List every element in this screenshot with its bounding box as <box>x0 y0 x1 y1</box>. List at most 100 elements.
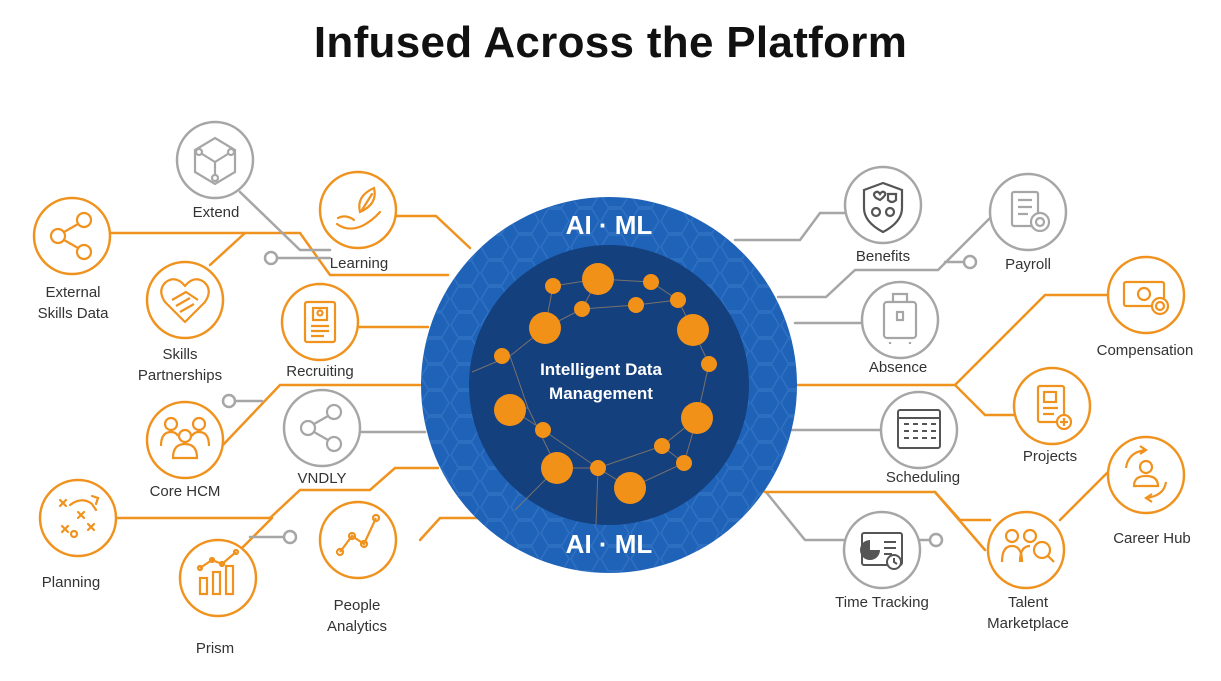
payslip-icon <box>1010 190 1051 233</box>
node-absence <box>860 280 940 360</box>
label-prism: Prism <box>195 640 235 657</box>
node-learning <box>318 170 398 250</box>
share-icon <box>299 403 343 453</box>
connector-lines <box>108 190 1112 555</box>
end-dot <box>962 254 978 270</box>
ring-bottom-label: AI · ML <box>566 529 653 559</box>
line-people-analytics <box>418 516 480 542</box>
node-projects <box>1012 366 1092 446</box>
core-label-line1: Intelligent Data <box>540 360 662 379</box>
label-absence: Absence <box>868 359 928 376</box>
line-chart-icon <box>335 513 381 557</box>
network-node <box>670 292 686 308</box>
line-time-tracking <box>764 490 850 542</box>
page-title: Infused Across the Platform <box>313 18 908 67</box>
line-learning <box>378 214 472 250</box>
time-sheet-icon <box>860 532 903 570</box>
label-line: Talent <box>1007 594 1049 611</box>
central-hub: AI · ML AI · ML Intelligent Data Managem… <box>421 197 797 573</box>
ring-top-label: AI · ML <box>566 210 653 240</box>
node-people-analytics <box>318 500 398 580</box>
label-extend: Extend <box>192 204 240 221</box>
node-career-hub <box>1106 435 1186 515</box>
core-label-line2: Management <box>549 384 653 403</box>
network-node <box>643 274 659 290</box>
label-line: People <box>333 597 381 614</box>
line-payroll <box>776 210 998 299</box>
label-time-tracking: Time Tracking <box>835 594 929 611</box>
end-dot <box>928 532 944 548</box>
line-extend <box>238 190 332 252</box>
project-document-icon <box>1036 384 1073 431</box>
line-benefits <box>733 211 848 242</box>
strategy-play-icon <box>58 494 100 539</box>
label-benefits: Benefits <box>855 248 911 265</box>
node-vndly <box>282 388 362 468</box>
calendar-icon <box>897 409 941 449</box>
label-scheduling: Scheduling <box>885 469 961 486</box>
network-node <box>574 301 590 317</box>
money-icon <box>1122 280 1170 316</box>
line-core-hcm <box>220 383 422 448</box>
network-node <box>541 452 573 484</box>
connector-end-dots <box>221 250 978 548</box>
shield-icon <box>862 181 904 234</box>
bar-chart-icon <box>196 548 240 596</box>
label-career-hub: Career Hub <box>1113 530 1191 547</box>
node-external-skills-data <box>32 196 112 276</box>
label-line: Partnerships <box>137 367 223 384</box>
label-projects: Projects <box>1022 448 1078 465</box>
network-node <box>681 402 713 434</box>
node-time-tracking <box>842 510 922 590</box>
network-node <box>614 472 646 504</box>
node-recruiting <box>280 282 360 362</box>
label-talent-marketplace: Talent Marketplace <box>987 592 1069 634</box>
network-node <box>677 314 709 346</box>
end-dot <box>263 250 279 266</box>
node-talent-marketplace <box>986 510 1066 590</box>
node-core-hcm <box>145 400 225 480</box>
network-node <box>654 438 670 454</box>
label-line: Marketplace <box>987 615 1069 632</box>
network-node <box>701 356 717 372</box>
label-payroll: Payroll <box>1005 256 1051 273</box>
end-dot <box>221 393 237 409</box>
label-line: Skills Data <box>37 305 109 322</box>
network-node <box>494 394 526 426</box>
line-projects <box>953 383 1017 417</box>
end-dot <box>282 529 298 545</box>
people-group-icon <box>159 416 211 460</box>
people-search-icon <box>1000 528 1055 563</box>
node-prism <box>178 538 258 618</box>
label-learning: Learning <box>329 255 389 272</box>
hand-leaf-icon <box>335 186 382 230</box>
label-core-hcm: Core HCM <box>149 483 221 500</box>
label-skills-partnerships: Skills Partnerships <box>138 344 222 386</box>
node-planning <box>38 478 118 558</box>
label-people-analytics: People Analytics <box>327 595 387 637</box>
label-line: Skills <box>162 346 198 363</box>
share-icon <box>49 211 93 261</box>
cube-network-icon <box>193 136 237 186</box>
line-compensation <box>795 293 1112 387</box>
line-planning <box>113 466 440 520</box>
network-node <box>535 422 551 438</box>
label-line: External <box>45 284 101 301</box>
node-benefits <box>843 165 923 245</box>
label-vndly: VNDLY <box>297 470 347 487</box>
career-cycle-icon <box>1124 445 1168 503</box>
network-node <box>494 348 510 364</box>
network-nodes <box>494 263 717 504</box>
node-skills-partnerships <box>145 260 225 340</box>
resume-icon <box>303 300 337 344</box>
heart-handshake-icon <box>160 278 210 324</box>
label-external-skills-data: External Skills Data <box>38 282 109 324</box>
line-external-skills <box>108 231 450 277</box>
network-node <box>676 455 692 471</box>
label-recruiting: Recruiting <box>286 363 354 380</box>
node-extend <box>175 120 255 200</box>
node-scheduling <box>879 390 959 470</box>
node-payroll <box>988 172 1068 252</box>
line-prism <box>235 516 274 555</box>
